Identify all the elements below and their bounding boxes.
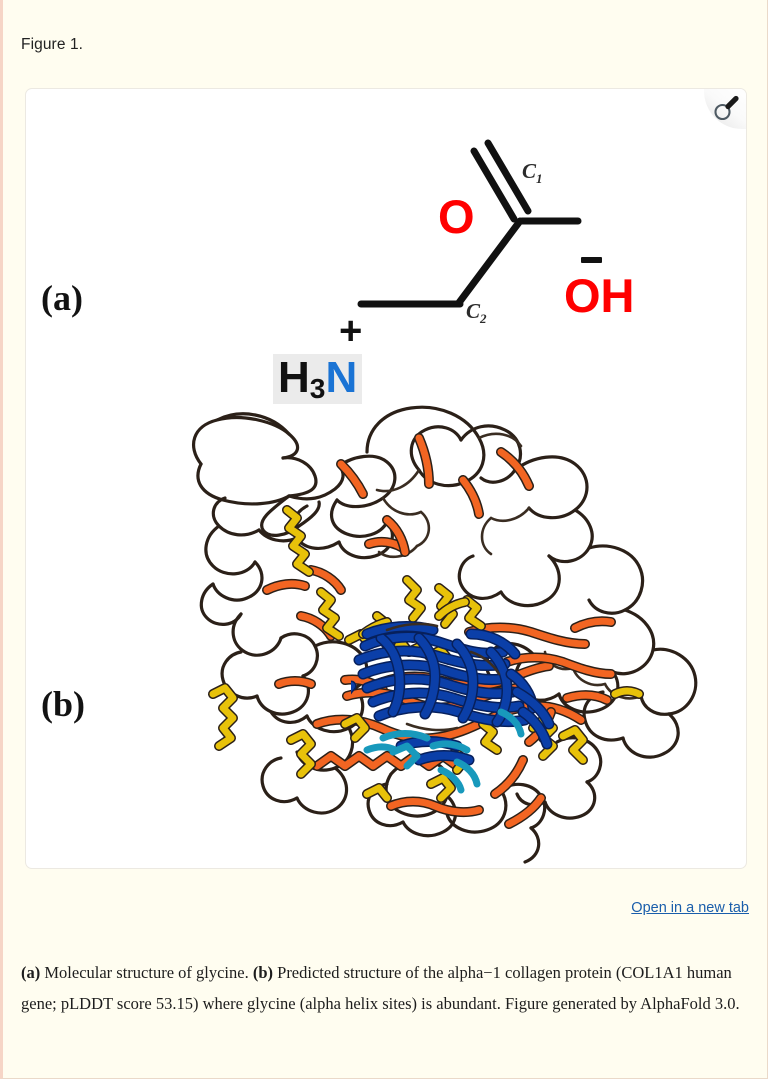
amino-n-letter: N: [325, 353, 358, 402]
open-in-new-tab-link[interactable]: Open in a new tab: [631, 900, 749, 916]
carbon-1-label: C1: [522, 159, 543, 187]
atom-label-ammonium: H3N: [273, 353, 363, 405]
caption-part-a-label: (a): [21, 963, 41, 982]
section-label-a: (a): [41, 278, 83, 318]
carbon-1-letter: C: [522, 159, 537, 183]
zoom-figure-button[interactable]: [704, 89, 746, 129]
caption-part-a-text: Molecular structure of glycine.: [40, 963, 253, 982]
amino-h-count: 3: [309, 373, 326, 405]
charge-plus-icon: +: [339, 309, 363, 353]
carbon-2-letter: C: [466, 299, 481, 323]
caption-part-b-label: (b): [252, 963, 274, 982]
atom-label-hydroxyl: OH: [564, 269, 635, 322]
figure-caption: (a) Molecular structure of glycine. (b) …: [21, 958, 743, 1019]
atom-label-oxygen: O: [438, 190, 475, 243]
protein-structure-image: .bb { fill:none; stroke:#2b2018; stroke-…: [171, 394, 741, 864]
carbon-1-subscript: 1: [536, 171, 543, 187]
amino-h-letter: H: [278, 353, 310, 402]
figure-panel: (a) O OH + H3N C1 C2 (b): [25, 88, 747, 869]
carbon-2-label: C2: [466, 299, 487, 327]
carbon-2-subscript: 2: [480, 311, 487, 327]
section-label-b: (b): [41, 684, 85, 724]
glycine-structure-diagram: O OH + H3N C1 C2: [226, 99, 696, 434]
caption-part-b-text: Predicted structure of the alpha−1 colla…: [21, 963, 740, 1013]
charge-minus-icon: [581, 257, 602, 263]
figure-heading: Figure 1.: [21, 36, 84, 53]
